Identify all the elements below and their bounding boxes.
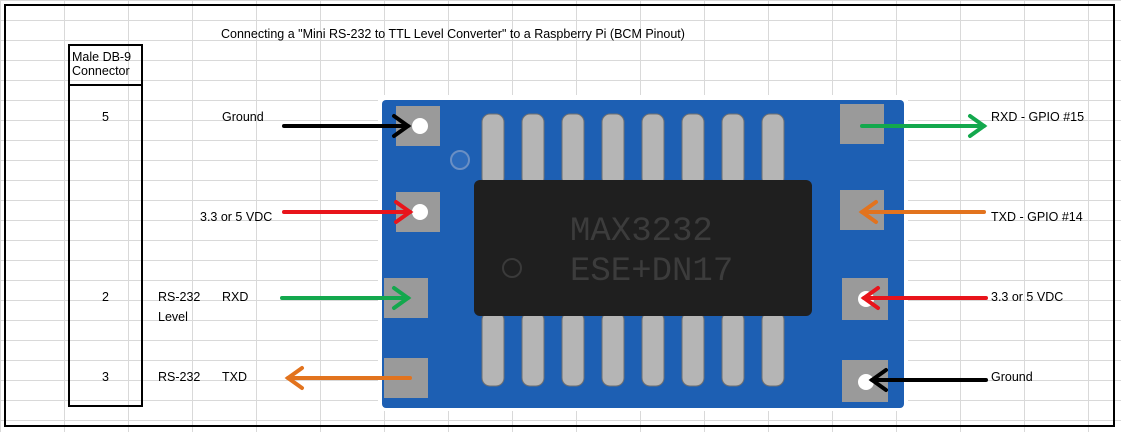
db9-header-line1: Male DB-9 — [72, 50, 132, 64]
txd-gpio14-label: TXD - GPIO #14 — [991, 210, 1083, 224]
rxd-label: RXD — [222, 290, 249, 304]
arrow-left-ground — [282, 114, 412, 138]
left-ground-label: Ground — [222, 110, 264, 124]
arrow-right-vcc — [860, 286, 988, 310]
chip-text-line1: MAX3232 — [570, 213, 713, 251]
arrow-right-ground — [868, 368, 988, 392]
db9-pin-2: 2 — [102, 290, 109, 304]
rxd-gpio15-label: RXD - GPIO #15 — [991, 110, 1085, 124]
diagram-title: Connecting a "Mini RS-232 to TTL Level C… — [221, 27, 685, 41]
max3232-chip — [474, 180, 812, 316]
right-vcc-label: 3.3 or 5 VDC — [991, 290, 1064, 304]
arrow-left-rxd — [280, 286, 412, 310]
db9-connector-header: Male DB-9 Connector — [68, 44, 143, 86]
db9-header-line2: Connector — [72, 64, 130, 78]
chip-pin1-marker — [502, 258, 522, 278]
left-pads — [384, 106, 440, 398]
right-ground-label: Ground — [991, 370, 1033, 384]
rs232-level-label: Level — [158, 310, 188, 324]
arrow-left-txd — [284, 366, 412, 390]
outer-border — [4, 4, 1115, 427]
chip-text-line2: ESE+DN17 — [570, 253, 733, 291]
db9-connector-box — [68, 44, 143, 407]
arrow-right-txd-gpio14 — [858, 200, 986, 224]
left-vcc-label: 3.3 or 5 VDC — [200, 210, 273, 224]
db9-pin-5: 5 — [102, 110, 109, 124]
chip-bottom-pins — [481, 311, 785, 387]
arrow-left-vcc — [282, 200, 414, 224]
rs232-txd-level-label: RS-232 — [158, 370, 201, 384]
arrow-right-rxd-gpio15 — [860, 114, 988, 138]
db9-pin-3: 3 — [102, 370, 109, 384]
pcb-mounting-dot — [450, 150, 470, 170]
rs232-rxd-level-label: RS-232 — [158, 290, 201, 304]
txd-label: TXD — [222, 370, 247, 384]
